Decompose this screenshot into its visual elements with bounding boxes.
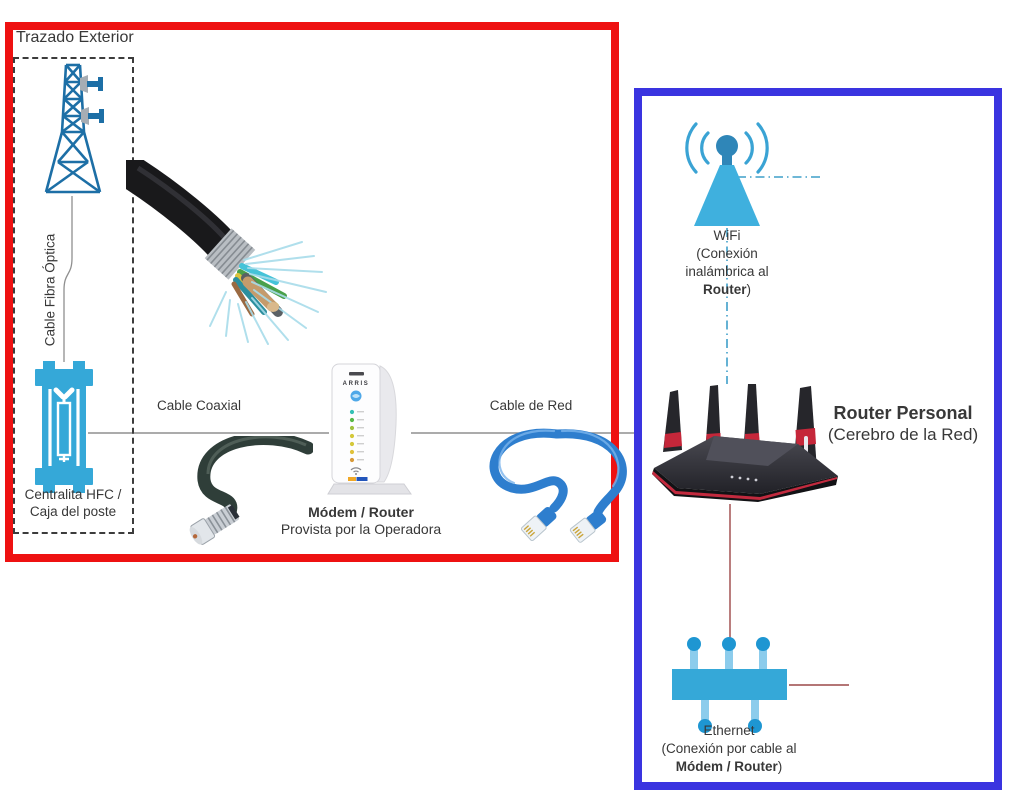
coax-label: Cable Coaxial <box>156 398 242 413</box>
tower-to-hfc-line <box>63 196 73 362</box>
ethernet-switch-icon <box>672 637 787 733</box>
network-cable-label: Cable de Red <box>489 398 573 413</box>
modem-wifi-glyph <box>350 467 362 473</box>
ethernet-label-line2: (Conexión por cable al <box>661 741 797 756</box>
fiber-optic-cable-image <box>126 160 327 345</box>
router-personal-subtitle: (Cerebro de la Red) <box>827 425 979 444</box>
wifi-label-line4: Router) <box>702 282 751 297</box>
ethernet-cable-image <box>489 428 627 543</box>
wifi-label-line1: WiFi <box>713 228 741 243</box>
exterior-red-box <box>5 22 619 562</box>
router-antennas <box>663 384 817 472</box>
wifi-label: WiFi (Conexión inalámbrica al Router) <box>685 227 768 299</box>
modem-name: Módem / Router <box>308 504 414 520</box>
wifi-label-line2: (Conexión <box>696 246 758 261</box>
ethernet-label: Ethernet (Conexión por cable al Módem / … <box>661 722 796 776</box>
hfc-label: Centralita HFC / Caja del poste <box>25 486 122 520</box>
modem-label: Módem / Router Provista por la Operadora <box>281 504 441 538</box>
hfc-box-icon <box>35 361 93 493</box>
ethernet-label-line1: Ethernet <box>703 723 755 738</box>
modem-brand-text: ARRIS <box>343 381 370 387</box>
modem-image: ARRIS <box>327 363 412 495</box>
wifi-antenna-icon <box>685 122 769 226</box>
rj45-plug-right <box>569 509 607 543</box>
router-personal-title: Router Personal <box>833 403 973 423</box>
telecom-tower-icon <box>44 63 104 194</box>
tower-antenna-mounts <box>80 75 104 125</box>
hfc-label-line2: Caja del poste <box>29 504 117 519</box>
fiber-optic-label: Cable Fibra Óptica <box>42 233 58 347</box>
wifi-label-line3: inalámbrica al <box>685 264 769 279</box>
interior-blue-box <box>634 88 1002 790</box>
modem-provider: Provista por la Operadora <box>280 521 442 537</box>
rj45-plug-left <box>520 507 557 542</box>
coaxial-cable-image <box>189 436 313 545</box>
exterior-title: Trazado Exterior <box>16 29 134 46</box>
pole-dashed-box <box>13 57 134 534</box>
router-personal-label: Router Personal (Cerebro de la Red) <box>828 403 978 445</box>
hfc-label-line1: Centralita HFC / <box>24 487 122 502</box>
ethernet-label-line3: Módem / Router) <box>675 759 783 774</box>
router-image <box>652 384 838 502</box>
